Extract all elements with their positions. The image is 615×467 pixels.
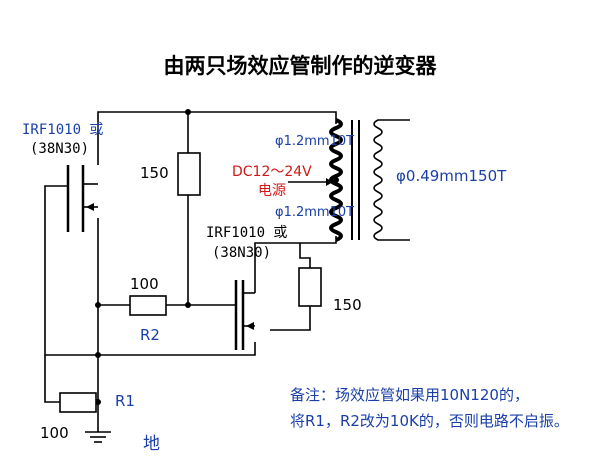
junction-dot	[95, 352, 101, 358]
mosfet-q1	[66, 165, 94, 232]
wire-r150b-bottom	[270, 306, 311, 331]
resistor-r1-name: R1	[115, 392, 135, 410]
q1-alt-label: (38N30)	[30, 141, 89, 157]
junction-dot	[185, 109, 191, 115]
junctions	[95, 109, 339, 405]
q1-arrow	[86, 203, 94, 211]
note-line-2: 将R1，R2改为10K的，否则电路不启振。	[290, 412, 569, 430]
resistor-top-value: 150	[140, 164, 169, 182]
q2-part-label: IRF1010 或	[206, 225, 287, 241]
resistor-right-value: 150	[333, 296, 362, 314]
secondary-label: φ0.49mm150T	[396, 167, 507, 185]
primary-winding	[329, 118, 343, 242]
supply-label: 电源	[258, 183, 286, 199]
mosfet-q2	[234, 280, 254, 350]
ground-symbol	[85, 431, 111, 443]
primary-lower-label: φ1.2mm10T	[275, 205, 354, 220]
resistor-r2-value: 100	[130, 275, 159, 293]
junction-dot	[95, 302, 101, 308]
diagram-title: 由两只场效应管制作的逆变器	[164, 54, 438, 78]
wire-top-rail	[97, 111, 337, 165]
resistor-r1-value: 100	[40, 424, 69, 442]
resistor-right-150	[298, 267, 322, 307]
wire-r150b-top	[299, 243, 311, 268]
wire-r1-left	[44, 355, 60, 403]
resistor-r2	[129, 295, 167, 316]
resistor-top-150	[177, 152, 201, 196]
resistor-r1	[59, 392, 97, 413]
ground-label: 地	[143, 434, 160, 454]
junction-dot	[185, 302, 191, 308]
q2-alt-label: (38N30)	[212, 245, 271, 261]
secondary-winding	[373, 119, 410, 241]
wire-q2-source	[98, 342, 256, 356]
q1-part-label: IRF1010 或	[22, 122, 103, 138]
primary-upper-label: φ1.2mm10T	[275, 134, 354, 149]
wire-q1-gate-feed	[44, 185, 98, 356]
q2-arrow	[246, 322, 254, 330]
supply-arrow-head	[326, 178, 333, 186]
note-line-1: 备注：场效应管如果用10N120的，	[290, 386, 529, 404]
wires	[44, 111, 337, 432]
supply-voltage-label: DC12～24V	[232, 164, 312, 180]
resistor-r2-name: R2	[140, 326, 160, 344]
